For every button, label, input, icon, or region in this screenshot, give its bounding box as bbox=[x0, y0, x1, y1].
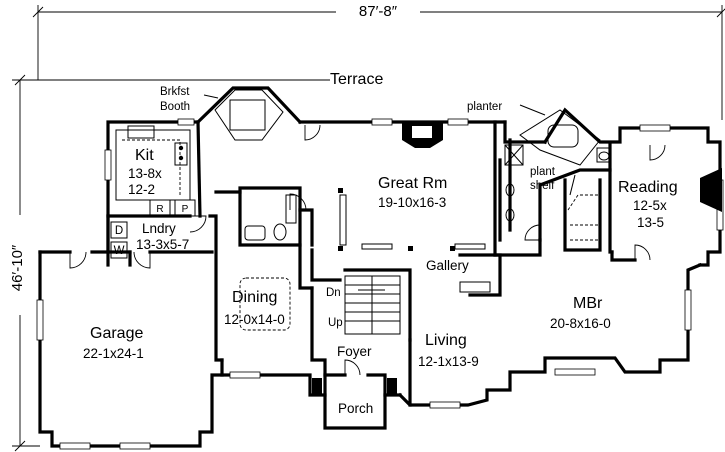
laundry-size: 13-3x5-7 bbox=[136, 237, 189, 252]
great-room-size: 19-10x16-3 bbox=[378, 195, 446, 210]
depth-dimension-bg bbox=[6, 215, 26, 315]
brkfst-label-line1: Brkfst bbox=[160, 86, 190, 98]
exterior-walls bbox=[38, 86, 722, 448]
great-room-name: Great Rm bbox=[378, 175, 447, 192]
powder-bath-fixtures bbox=[244, 194, 297, 241]
reading-size-line1: 12-5x bbox=[633, 198, 667, 213]
stairs-down-label: Dn bbox=[326, 287, 341, 299]
garage-name: Garage bbox=[90, 325, 143, 342]
plant-shelf-line2: shelf bbox=[530, 180, 555, 192]
living-size: 12-1x13-9 bbox=[418, 354, 479, 369]
stairs-up-label: Up bbox=[328, 317, 343, 329]
booth-leader bbox=[203, 94, 219, 99]
kitchen-counters bbox=[115, 125, 196, 217]
garage-size: 22-1x24-1 bbox=[83, 346, 144, 361]
depth-dimension-label: 46′-10″ bbox=[9, 244, 26, 291]
foyer-label: Foyer bbox=[337, 344, 372, 359]
washer-label: W bbox=[114, 245, 125, 257]
planter-leader bbox=[519, 104, 546, 116]
stairs bbox=[344, 275, 401, 335]
laundry-appliances bbox=[110, 221, 128, 259]
kitchen-name: Kit bbox=[135, 147, 154, 164]
living-name: Living bbox=[425, 332, 467, 349]
gallery-label: Gallery bbox=[426, 258, 469, 273]
plant-shelf-leader bbox=[569, 174, 576, 196]
plant-shelf-line1: plant bbox=[530, 166, 556, 178]
breakfast-booth-seating bbox=[214, 89, 284, 141]
planter-label: planter bbox=[467, 101, 502, 113]
range-label: R bbox=[156, 204, 163, 215]
reading-fireplace bbox=[700, 168, 722, 212]
dryer-label: D bbox=[115, 225, 123, 237]
width-dimension-label: 87′-8″ bbox=[359, 3, 398, 20]
windows bbox=[36, 118, 724, 450]
dining-table bbox=[239, 277, 291, 331]
reading-name: Reading bbox=[618, 179, 678, 196]
dining-name: Dining bbox=[232, 289, 277, 306]
mbr-plant-ledge bbox=[459, 281, 491, 293]
great-room-fireplace bbox=[402, 122, 443, 148]
width-dimension-bg bbox=[336, 2, 420, 20]
dining-size: 12-0x14-0 bbox=[224, 312, 285, 327]
mbr-name: MBr bbox=[573, 295, 603, 312]
gallery-columns bbox=[338, 188, 486, 251]
walk-in-closet bbox=[567, 194, 600, 241]
brkfst-label-line2: Booth bbox=[160, 101, 190, 113]
terrace-label: Terrace bbox=[330, 71, 383, 88]
laundry-name: Lndry bbox=[142, 221, 176, 236]
porch-label: Porch bbox=[338, 401, 373, 416]
pantry-label: P bbox=[182, 204, 189, 215]
kitchen-size-line1: 13-8x bbox=[128, 166, 162, 181]
doors bbox=[69, 124, 666, 376]
reading-size-line2: 13-5 bbox=[637, 215, 664, 230]
master-bath-fixtures bbox=[504, 109, 612, 222]
width-dimension-line bbox=[32, 5, 725, 120]
depth-dimension-line bbox=[12, 74, 330, 452]
kitchen-size-line2: 12-2 bbox=[128, 182, 155, 197]
mbr-size: 20-8x16-0 bbox=[550, 316, 611, 331]
porch-columns bbox=[312, 378, 397, 394]
